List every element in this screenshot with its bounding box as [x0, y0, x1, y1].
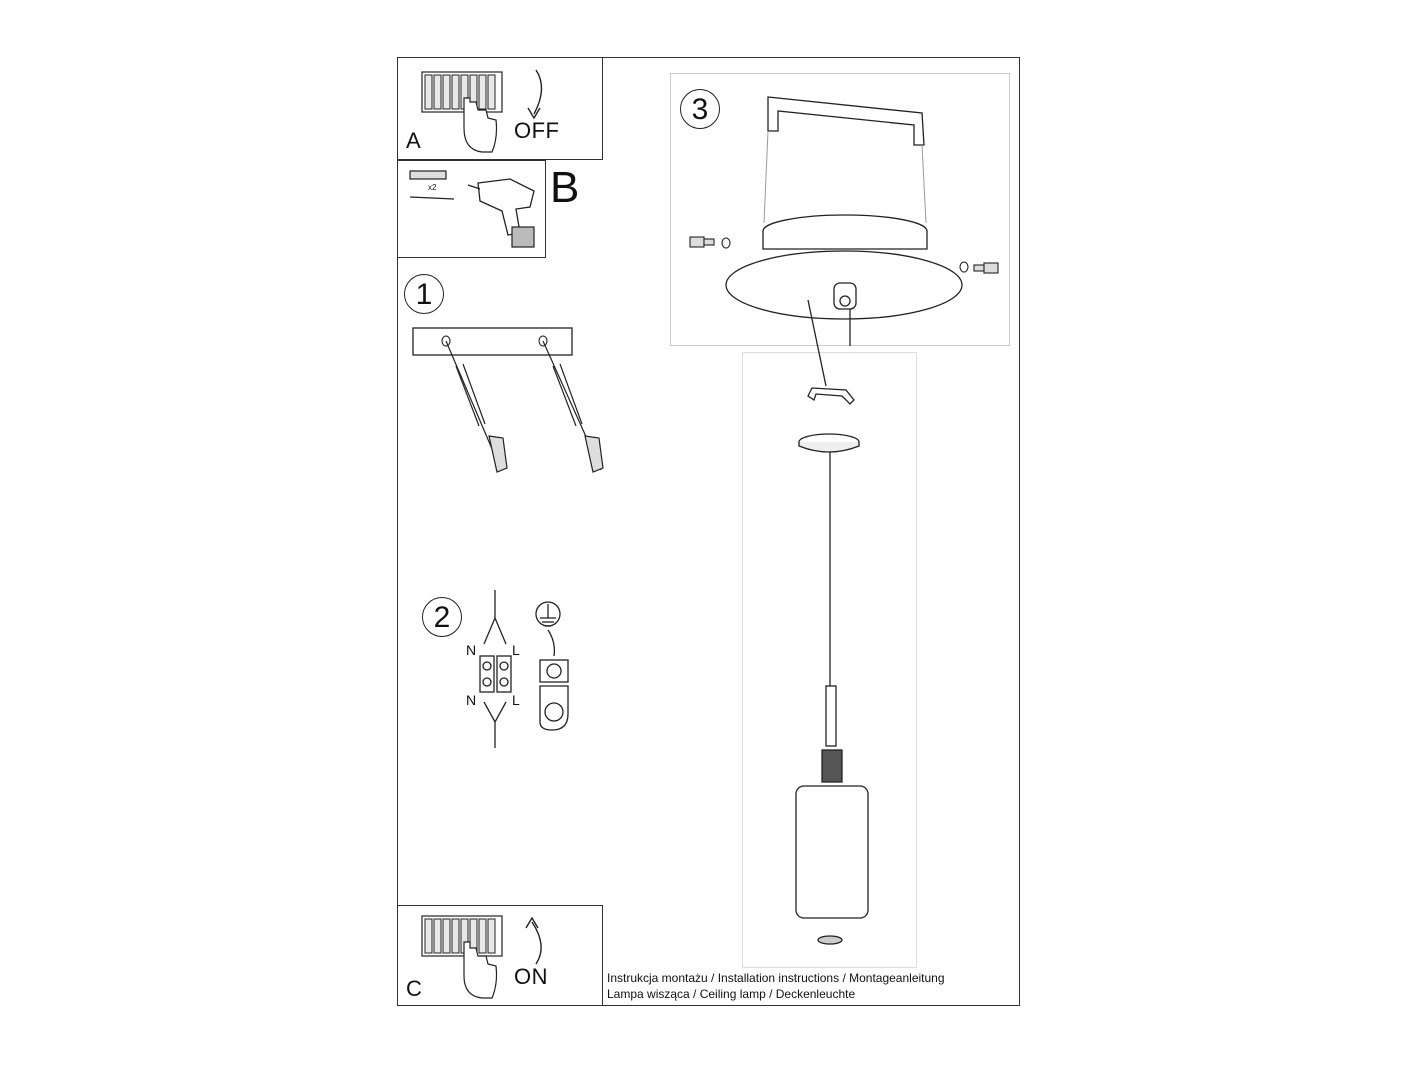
pendant-lamp-diagram [795, 299, 869, 945]
ground-symbol-icon [535, 601, 569, 731]
panel-a-letter: A [406, 128, 421, 153]
switch-on-label: ON [514, 964, 548, 989]
drill-icon [409, 170, 535, 248]
panel-b-letter: B [550, 163, 580, 212]
mounting-bracket-drilling-icon [412, 327, 604, 473]
live-label-bottom: L [512, 692, 520, 708]
step-1-number: 1 [404, 274, 444, 314]
caption-line-2: Lampa wisząca / Ceiling lamp / Deckenleu… [607, 987, 856, 1001]
step-3-number: 3 [680, 89, 720, 129]
canopy-mounting-diagram [689, 96, 999, 346]
circuit-breaker-off-icon [421, 69, 543, 153]
screw-left-icon [689, 236, 731, 249]
plug-quantity: x2 [428, 183, 437, 192]
wall-plug-icon [409, 170, 455, 200]
neutral-label-bottom: N [466, 692, 477, 708]
wiring-terminal-diagram [479, 590, 569, 748]
step-2-number: 2 [422, 597, 462, 637]
caption-line-1: Instrukcja montażu / Installation instru… [607, 971, 945, 985]
panel-b: x2 B [397, 160, 579, 258]
screw-right-icon [959, 261, 999, 274]
switch-off-label: OFF [514, 118, 560, 143]
live-label-top: L [512, 642, 520, 658]
panel-c: C ON [397, 905, 603, 1006]
neutral-label-top: N [466, 642, 477, 658]
panel-a: A OFF [397, 57, 603, 160]
panel-c-letter: C [406, 976, 422, 1001]
circuit-breaker-on-icon [421, 915, 542, 999]
